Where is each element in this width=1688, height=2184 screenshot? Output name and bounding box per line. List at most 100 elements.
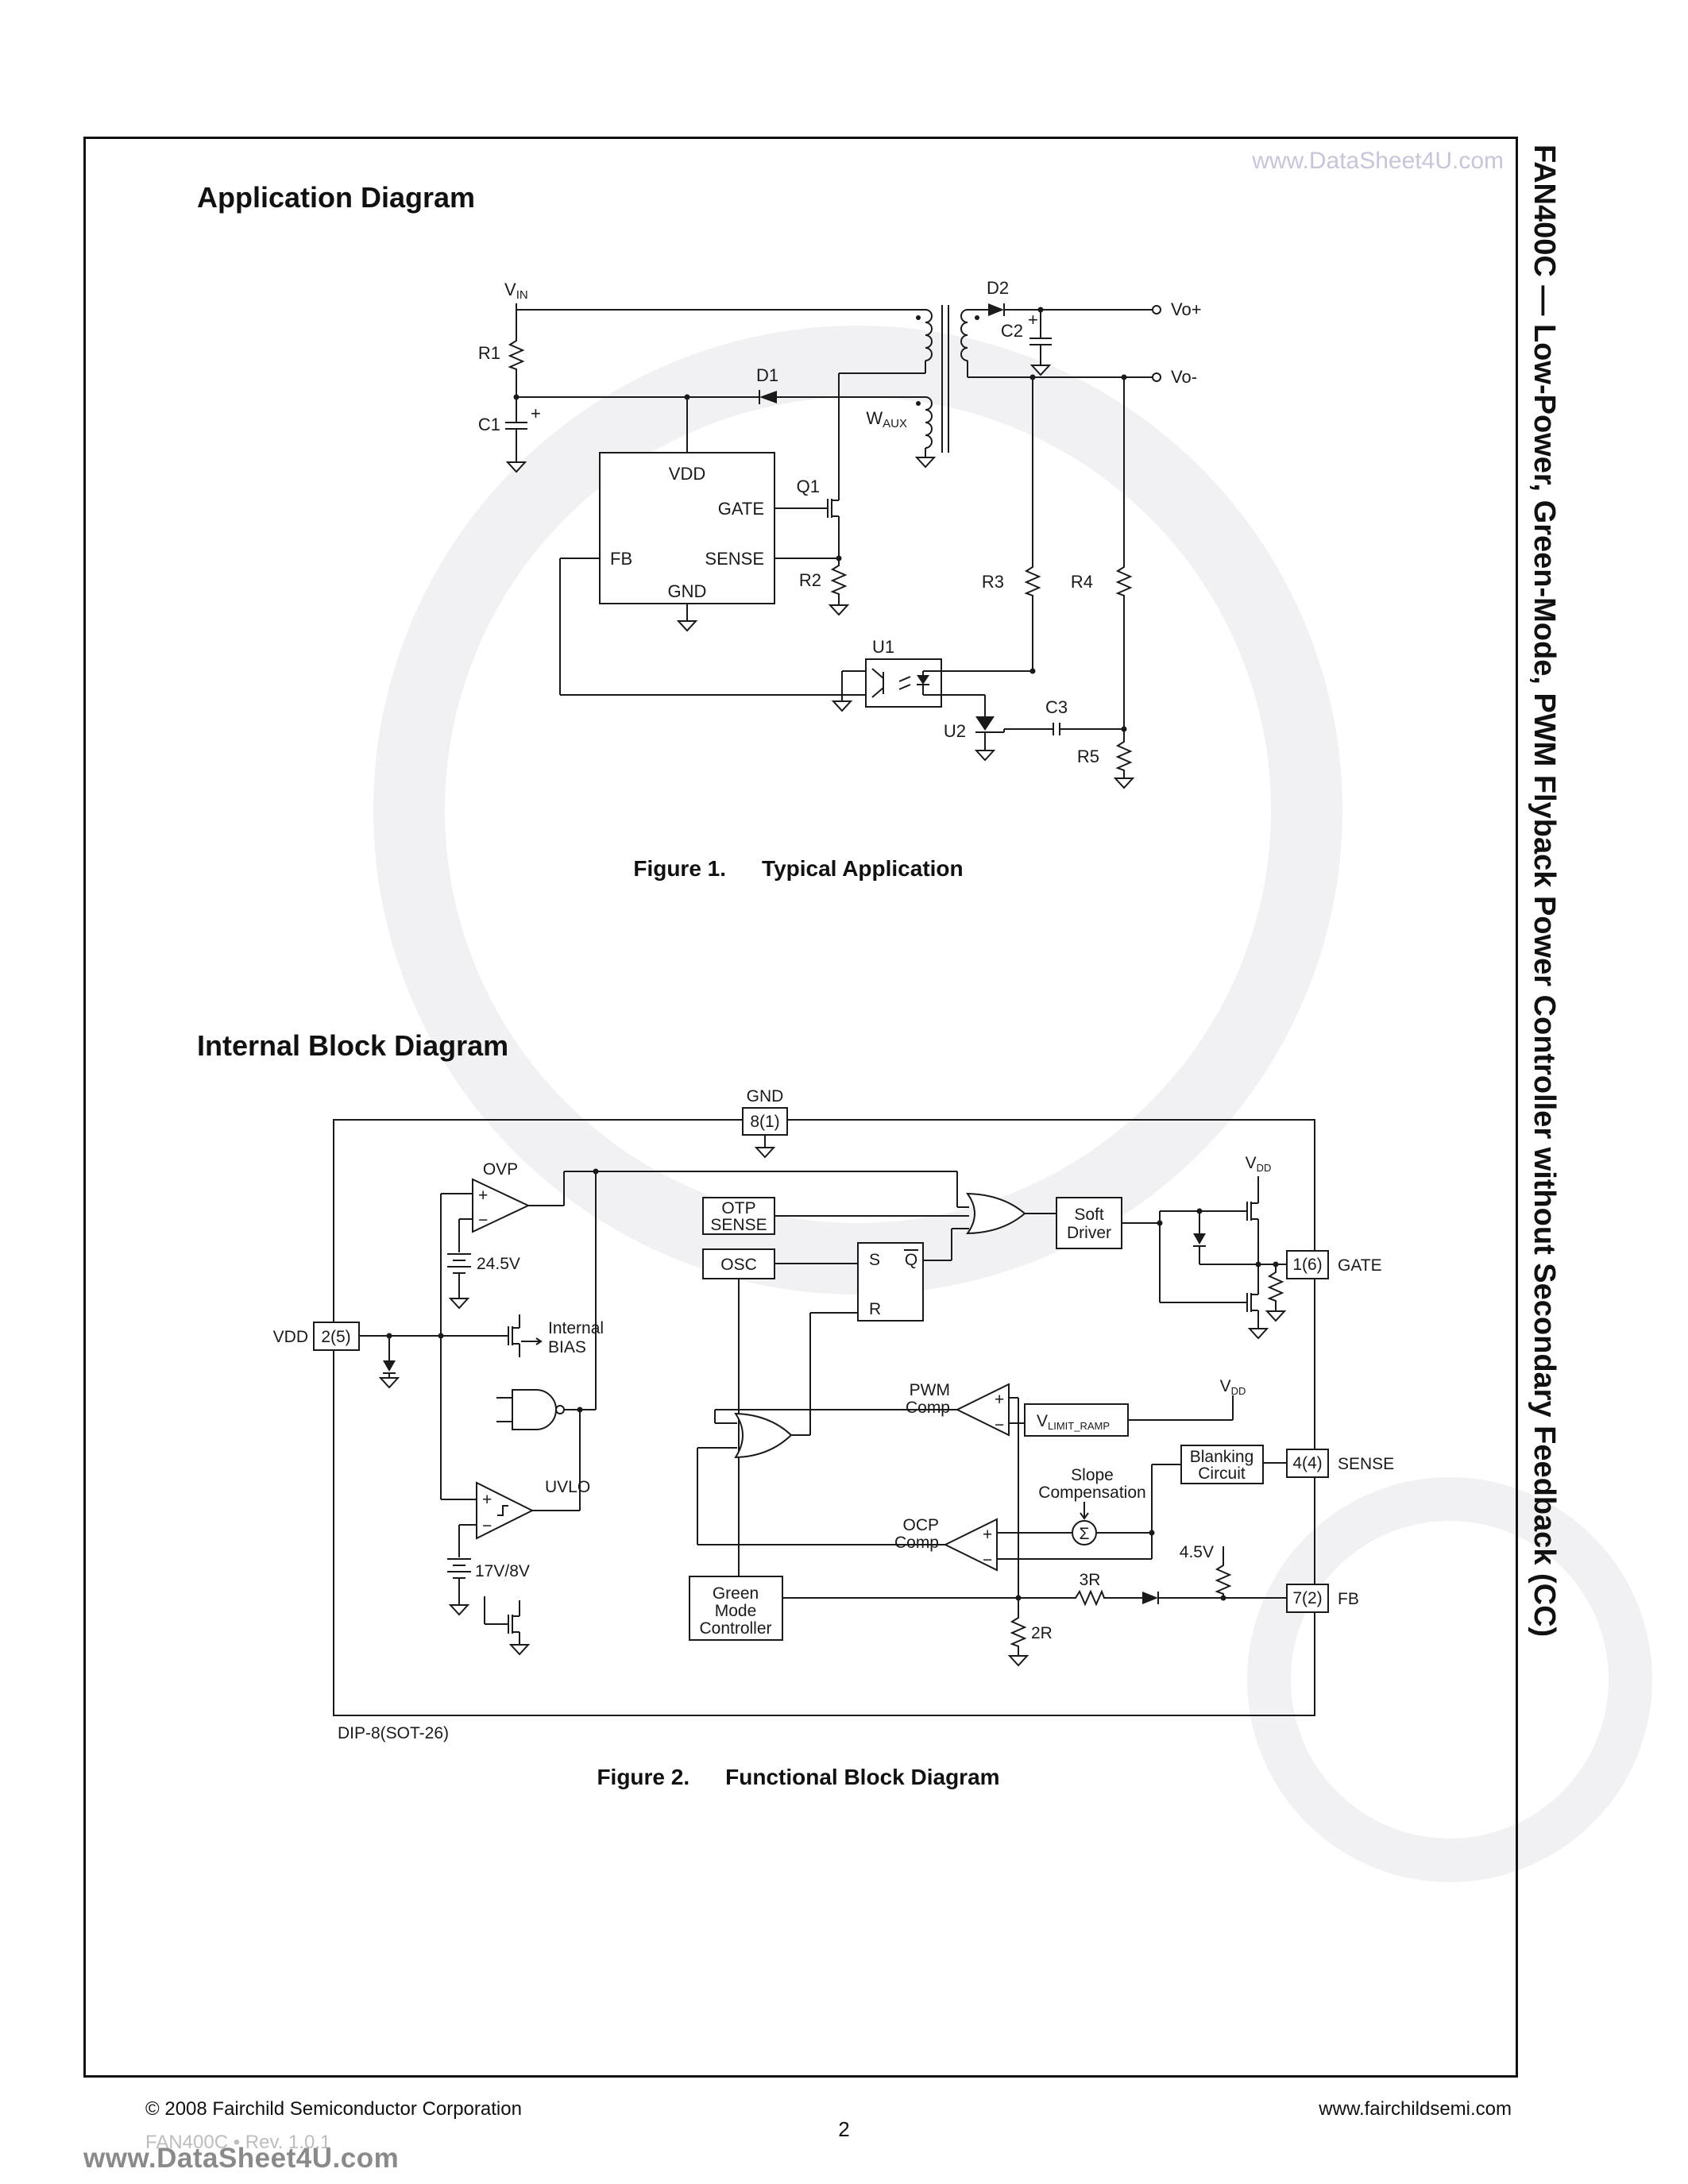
pin-label-7-2: 7(2): [1292, 1589, 1322, 1607]
figure2-caption: Figure 2. Functional Block Diagram: [83, 1765, 1513, 1790]
pin-label-4-4: 4(4): [1292, 1454, 1322, 1472]
resistor-r4: [1117, 563, 1131, 600]
label-r4: R4: [1071, 572, 1093, 592]
summing-node: [1072, 1520, 1097, 1545]
label-fb: FB: [1338, 1590, 1359, 1608]
label-vlimit-ramp: VLIMIT_RAMP: [1037, 1412, 1110, 1432]
driver-high-mosfet: [1240, 1196, 1259, 1226]
bias-mosfet: [501, 1321, 520, 1351]
diode-d2: [988, 303, 1004, 316]
label-r5: R5: [1077, 747, 1099, 766]
uvlo-minus: −: [482, 1517, 492, 1535]
application-diagram-heading: Application Diagram: [197, 181, 476, 214]
ovp-comparator: [472, 1178, 531, 1233]
resistor-r3: [1026, 563, 1040, 600]
pin-box-fb: [1286, 1584, 1329, 1613]
label-3r: 3R: [1080, 1571, 1101, 1589]
lower-left-mosfet: [501, 1609, 520, 1639]
figure1-schematic: VIN R1 C1 + D1 D2 C2 + Vo+ Vo- WAUX Q1 R…: [478, 278, 1202, 789]
footer-copyright: © 2008 Fairchild Semiconductor Corporati…: [145, 2098, 522, 2120]
ic-pin-gate: GATE: [718, 499, 764, 519]
label-c1-plus: +: [531, 403, 541, 423]
ocp-comparator: [943, 1518, 998, 1572]
optocoupler-u1: [865, 658, 942, 708]
fig2-labels: GND 8(1) OVP + − 24.5V VDD 2(5) Internal…: [273, 1087, 1395, 1742]
label-ovp: OVP: [483, 1160, 518, 1179]
pwm-minus: −: [995, 1416, 1004, 1434]
label-driver: Driver: [1067, 1224, 1111, 1242]
latch-r: R: [869, 1300, 881, 1318]
label-vo-minus: Vo-: [1171, 367, 1197, 387]
label-slope: Slope: [1071, 1466, 1114, 1484]
driver-low-mosfet: [1240, 1287, 1259, 1318]
label-d2: D2: [987, 278, 1009, 298]
transformer-aux-winding: [925, 396, 933, 449]
fig2-outline: [333, 1119, 1315, 1716]
label-u2: U2: [944, 721, 966, 741]
opto-led: [917, 675, 929, 685]
pwm-plus: +: [995, 1391, 1004, 1409]
label-blanking: Blanking: [1190, 1448, 1254, 1466]
uvlo-comparator: [476, 1481, 535, 1540]
soft-driver-box: [1056, 1197, 1122, 1249]
ovp-plus: +: [478, 1187, 488, 1205]
pin-box-vdd: [313, 1322, 360, 1351]
label-4-5v: 4.5V: [1180, 1543, 1214, 1561]
label-green: Green: [713, 1584, 759, 1603]
sr-latch-box: [857, 1242, 924, 1322]
watermark-top: www.DataSheet4U.com: [1252, 148, 1504, 174]
resistor-r5: [1117, 738, 1131, 774]
label-osc: OSC: [720, 1256, 757, 1274]
label-d1: D1: [756, 365, 778, 385]
label-24-5v: 24.5V: [477, 1255, 520, 1273]
label-gate: GATE: [1338, 1256, 1382, 1275]
label-q1: Q1: [797, 477, 820, 496]
label-circuit: Circuit: [1198, 1464, 1246, 1483]
label-sense: SENSE: [1338, 1455, 1394, 1473]
ocp-minus: −: [983, 1551, 992, 1569]
shunt-regulator-u2: [975, 716, 995, 731]
osc-box: [702, 1248, 775, 1279]
label-gnd: GND: [747, 1087, 784, 1106]
blanking-circuit-box: [1180, 1445, 1264, 1484]
resistor-r2: [832, 561, 846, 598]
label-pwm-comp: Comp: [906, 1399, 950, 1417]
terminal-vo-plus: [1152, 305, 1161, 314]
label-r1: R1: [478, 343, 500, 363]
nand-gate: [512, 1389, 557, 1430]
label-vdd-ramp: VDD: [1220, 1377, 1246, 1397]
ic-pin-vdd: VDD: [669, 464, 705, 484]
page-content-border: [83, 137, 1518, 2078]
footer-revision: FAN400C • Rev. 1.0.1: [145, 2132, 331, 2153]
pin-box-gate: [1286, 1250, 1329, 1279]
ic-pin-fb: FB: [610, 549, 632, 569]
diode-d1: [759, 391, 777, 403]
uvlo-plus: +: [482, 1491, 492, 1509]
green-mode-controller-box: [689, 1576, 783, 1641]
pin-box-gnd: [742, 1107, 788, 1136]
driver-diode: [1193, 1233, 1206, 1244]
pin-label-8-1: 8(1): [750, 1113, 779, 1131]
or-gate-driver: [966, 1192, 1026, 1235]
label-bias: BIAS: [548, 1338, 586, 1356]
label-r2: R2: [799, 570, 821, 590]
fb-diode: [1142, 1592, 1158, 1604]
sidebar-part-title: FAN400C — Low-Power, Green-Mode, PWM Fly…: [1528, 145, 1561, 1638]
label-vo-plus: Vo+: [1171, 299, 1202, 319]
pin-box-sense: [1286, 1449, 1329, 1478]
resistor-3r: [1072, 1591, 1108, 1605]
ic-pin-gnd: GND: [668, 581, 707, 601]
label-dip8: DIP-8(SOT-26): [338, 1724, 449, 1742]
fig1-labels: VIN R1 C1 + D1 D2 C2 + Vo+ Vo- WAUX Q1 R…: [478, 278, 1202, 766]
hysteresis-icon: [497, 1505, 508, 1516]
fig1-components: [507, 303, 1161, 789]
label-u1: U1: [872, 637, 894, 657]
fig2-wires: [359, 1135, 1287, 1656]
label-c2-plus: +: [1028, 310, 1038, 330]
figure2-block-diagram: GND 8(1) OVP + − 24.5V VDD 2(5) Internal…: [273, 1087, 1395, 1742]
label-c1: C1: [478, 415, 500, 434]
watermark-bottom: www.DataSheet4U.com: [83, 2143, 400, 2174]
label-otp-2: SENSE: [710, 1216, 767, 1234]
label-soft: Soft: [1074, 1206, 1104, 1224]
latch-s: S: [869, 1251, 880, 1269]
